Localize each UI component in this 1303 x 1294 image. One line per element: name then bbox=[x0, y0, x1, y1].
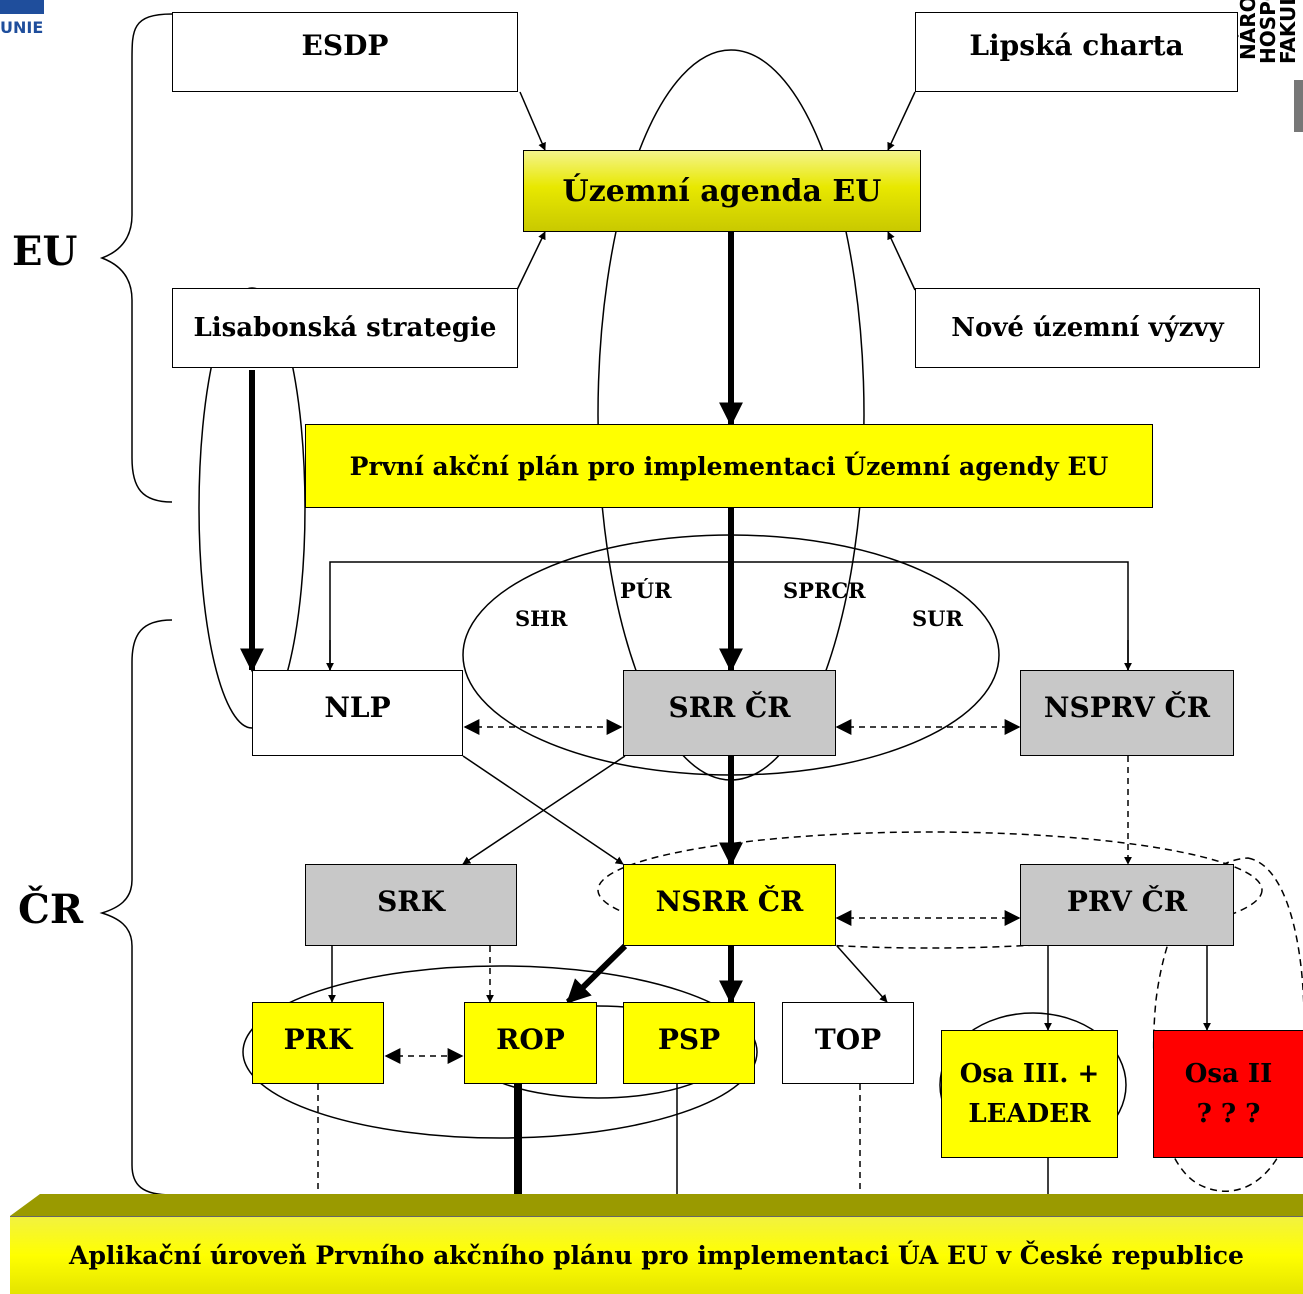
box-nlp-label: NLP bbox=[324, 691, 391, 724]
box-prk: PRK bbox=[252, 1002, 384, 1084]
logo-left-text: UNIE bbox=[0, 18, 44, 37]
box-osa-ii-line-2: ? ? ? bbox=[1196, 1099, 1261, 1129]
brace-eu bbox=[99, 13, 173, 503]
arrow-lisabonska-agenda bbox=[516, 231, 546, 291]
logo-left-bar bbox=[0, 0, 44, 14]
box-nsrr-cr: NSRR ČR bbox=[623, 864, 836, 946]
arrow-nsrr-rop bbox=[565, 943, 628, 1005]
box-uzemni-agenda: Územní agenda EU bbox=[523, 150, 921, 232]
box-lipska-charta: Lipská charta bbox=[915, 12, 1238, 92]
box-nlp: NLP bbox=[252, 670, 463, 756]
box-psp: PSP bbox=[623, 1002, 755, 1084]
box-osa-ii-line-1: Osa II bbox=[1184, 1059, 1273, 1089]
label-sprcr: SPRCR bbox=[783, 578, 866, 603]
side-label-eu: EU bbox=[12, 228, 78, 275]
box-osa-iii-line-1: Osa III. + bbox=[959, 1059, 1100, 1089]
box-lisabonska-strategie-label: Lisabonská strategie bbox=[193, 313, 497, 343]
box-top-label: TOP bbox=[814, 1023, 882, 1056]
box-prvni-akcni-plan: První akční plán pro implementaci Územní… bbox=[305, 424, 1153, 508]
box-rop-label: ROP bbox=[496, 1023, 565, 1056]
box-osa-iii-leader: Osa III. + LEADER bbox=[941, 1030, 1118, 1158]
arrow-nsrr-top bbox=[836, 945, 888, 1003]
connector bbox=[10, 1194, 1303, 1216]
box-srk: SRK bbox=[305, 864, 517, 946]
ellipse-prk-rop-psp bbox=[242, 965, 758, 1139]
box-rop: ROP bbox=[464, 1002, 597, 1084]
box-prvni-akcni-plan-label: První akční plán pro implementaci Územní… bbox=[349, 451, 1109, 481]
logo-left: UNIE bbox=[0, 0, 60, 40]
box-esdp-label: ESDP bbox=[301, 29, 389, 62]
brace-cr bbox=[99, 619, 173, 1196]
logo-right-bar bbox=[1294, 80, 1303, 132]
box-srk-label: SRK bbox=[377, 885, 445, 918]
base-bar: Aplikační úroveň Prvního akčního plánu p… bbox=[10, 1216, 1303, 1294]
box-uzemni-agenda-label: Územní agenda EU bbox=[562, 173, 882, 209]
ellipse-srr-group bbox=[462, 534, 1000, 776]
ellipse-nsrr-prv-dashed bbox=[597, 831, 1263, 949]
label-shr: SHR bbox=[515, 606, 568, 631]
box-nove-uzemni-vyzvy-label: Nové územní výzvy bbox=[951, 313, 1224, 343]
ellipse-vertical-center bbox=[597, 49, 865, 781]
box-prv-cr-label: PRV ČR bbox=[1066, 885, 1188, 918]
box-prv-cr: PRV ČR bbox=[1020, 864, 1234, 946]
ellipse-osa2-dashed-partial bbox=[1152, 857, 1303, 1192]
box-nove-uzemni-vyzvy: Nové územní výzvy bbox=[915, 288, 1260, 368]
box-osa-ii: Osa II ? ? ? bbox=[1153, 1030, 1303, 1158]
arrow-nlp-nsrr bbox=[462, 755, 624, 865]
label-pur: PÚR bbox=[620, 578, 672, 603]
base-bar-top bbox=[10, 1194, 1303, 1216]
arrow-lipska-agenda bbox=[887, 91, 916, 151]
box-esdp: ESDP bbox=[172, 12, 518, 92]
label-sur: SUR bbox=[912, 606, 963, 631]
box-prk-label: PRK bbox=[283, 1023, 353, 1056]
box-top: TOP bbox=[782, 1002, 914, 1084]
box-lipska-charta-label: Lipská charta bbox=[969, 29, 1184, 62]
box-lisabonska-strategie: Lisabonská strategie bbox=[172, 288, 518, 368]
box-nsprv-cr: NSPRV ČR bbox=[1020, 670, 1234, 756]
box-nsprv-cr-label: NSPRV ČR bbox=[1043, 691, 1211, 724]
logo-right: NÁRO HOSPO FAKUL bbox=[1238, 0, 1303, 135]
box-osa-iii-line-2: LEADER bbox=[968, 1099, 1091, 1129]
box-psp-label: PSP bbox=[657, 1023, 721, 1056]
arrow-nove-agenda bbox=[887, 231, 916, 291]
base-bar-label: Aplikační úroveň Prvního akčního plánu p… bbox=[69, 1241, 1244, 1270]
side-label-cr: ČR bbox=[18, 886, 84, 933]
line-distribution bbox=[329, 561, 1129, 670]
box-nsrr-cr-label: NSRR ČR bbox=[655, 885, 804, 918]
box-srr-cr: SRR ČR bbox=[623, 670, 836, 756]
box-srr-cr-label: SRR ČR bbox=[668, 691, 791, 724]
arrow-esdp-agenda bbox=[519, 91, 546, 151]
